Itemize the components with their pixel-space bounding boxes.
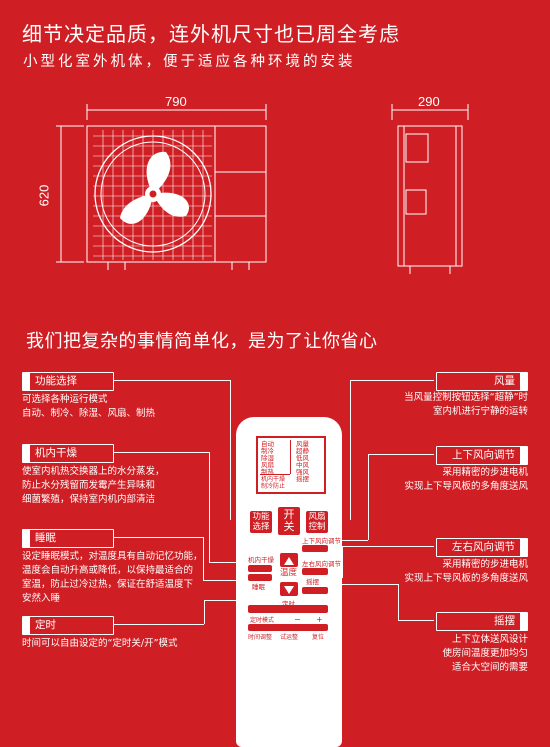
mode-button[interactable]: 功能 选择 xyxy=(250,511,272,533)
swing-button[interactable] xyxy=(302,587,328,594)
updown-label: 上下风向调节 xyxy=(302,537,341,545)
connector-swing-v xyxy=(398,584,399,620)
sleep-indicator xyxy=(248,574,272,581)
feature-fan-tag: 风量 xyxy=(436,372,528,391)
connector-swing-end xyxy=(336,584,398,585)
screen-modes: 自动 制冷 除湿 风扇 制热 xyxy=(261,440,274,476)
feature-updown-tag: 上下风向调节 xyxy=(436,446,528,465)
dim-width-label: 790 xyxy=(165,94,187,109)
connector-leftright-h xyxy=(342,546,434,547)
page-title: 细节决定品质，连外机尺寸也已周全考虑 xyxy=(22,22,400,46)
connector-dry-v xyxy=(209,452,210,562)
feature-swing-desc: 上下立体送风设计使房间温度更加均匀适合大空间的需要 xyxy=(442,634,528,673)
swing-label: 摇摆 xyxy=(306,578,319,586)
screen-dry: 机内干燥 制冷防止 xyxy=(261,476,286,490)
remote-screen: 自动 制冷 除湿 风扇 制热 风量 超静 低风 中风 强风 摇摆 机内干燥 制冷… xyxy=(256,436,326,494)
connector-updown-h xyxy=(368,454,434,455)
feature-timer-desc: 时间可以自由设定的“定时关/开”模式 xyxy=(22,638,178,649)
feature-updown-desc: 采用精密的步进电机实现上下导风板的多角度送风 xyxy=(404,467,528,492)
timer-button[interactable] xyxy=(248,605,328,613)
feature-dry-desc: 使室内机热交换器上的水分蒸发，防止水分残留而发霉产生异味和细菌繁殖，保持室内机内… xyxy=(22,466,165,505)
test-run-label: 试运整 xyxy=(280,634,299,641)
feature-dry-tag: 机内干燥 xyxy=(22,444,114,463)
leftright-button[interactable] xyxy=(302,568,328,575)
time-adjust-label: 时间调整 xyxy=(248,634,273,641)
feature-leftright-desc: 采用精密的步进电机实现上下导风板的多角度送风 xyxy=(404,559,528,584)
screen-fan: 风量 超静 低风 中风 强风 摇摆 xyxy=(296,440,309,483)
connector-dry-end xyxy=(209,562,247,563)
connector-swing-h xyxy=(398,620,434,621)
dim-depth-label: 290 xyxy=(418,94,440,109)
fan-icon xyxy=(120,151,190,224)
connector-fan-h xyxy=(350,380,434,381)
dry-button[interactable] xyxy=(248,565,272,572)
connector-leftright-v xyxy=(342,546,343,578)
temp-down-button[interactable] xyxy=(280,582,298,596)
section-title: 我们把复杂的事情简单化，是为了让你省心 xyxy=(26,331,378,352)
connector-dry-h xyxy=(114,452,209,453)
connector-sleep-end xyxy=(203,580,247,581)
plus-icon: + xyxy=(316,615,323,624)
updown-button[interactable] xyxy=(302,545,328,552)
connector-mode-h xyxy=(114,380,230,381)
feature-swing-tag: 摇摆 xyxy=(436,612,528,631)
feature-mode-desc: 可选择各种运行模式自动、制冷、除湿、风扇、制热 xyxy=(22,394,156,419)
feature-leftright-tag: 左右风向调节 xyxy=(436,538,528,557)
connector-updown-end xyxy=(336,540,368,541)
feature-mode-tag: 功能选择 xyxy=(22,372,114,391)
leftright-label: 左右风向调节 xyxy=(302,560,341,568)
connector-sleep-v xyxy=(203,537,204,580)
connector-timer-end xyxy=(204,600,248,601)
feature-fan-desc: 当风量控制按钮选择“超静”时室内机进行宁静的运转 xyxy=(404,392,528,417)
minus-icon: − xyxy=(294,615,301,624)
temp-up-button[interactable] xyxy=(280,553,298,567)
page-subtitle: 小型化室外机体，便于适应各种环境的安装 xyxy=(23,54,356,70)
temp-label: 温度 xyxy=(280,568,298,578)
feature-sleep-desc: 设定睡眠模式，对温度具有自动记忆功能，温度会自动升高或降低，以保持最适合的室温，… xyxy=(22,551,203,604)
feature-timer-tag: 定时 xyxy=(22,616,114,635)
connector-updown-v xyxy=(368,454,369,540)
time-adjust-button[interactable] xyxy=(248,624,328,631)
fan-button[interactable]: 风扇 控制 xyxy=(306,511,328,533)
timer-mode-label: 定时模式 xyxy=(250,617,275,624)
connector-timer-h xyxy=(114,624,204,625)
connector-fan-v xyxy=(350,380,351,520)
reset-label: 复位 xyxy=(312,634,325,641)
connector-mode-v xyxy=(230,380,231,520)
connector-timer-v xyxy=(204,600,205,624)
sleep-label: 睡眠 xyxy=(252,583,265,591)
remote-control: 自动 制冷 除湿 风扇 制热 风量 超静 低风 中风 强风 摇摆 机内干燥 制冷… xyxy=(236,417,342,747)
connector-sleep-h xyxy=(114,537,203,538)
power-button[interactable]: 开 关 xyxy=(278,507,300,535)
dry-label: 机内干燥 xyxy=(248,556,274,564)
dim-height-label: 620 xyxy=(36,184,52,207)
timer-label: 定时 xyxy=(282,600,295,608)
outdoor-unit-drawing xyxy=(56,104,469,274)
feature-sleep-tag: 睡眠 xyxy=(22,529,114,548)
